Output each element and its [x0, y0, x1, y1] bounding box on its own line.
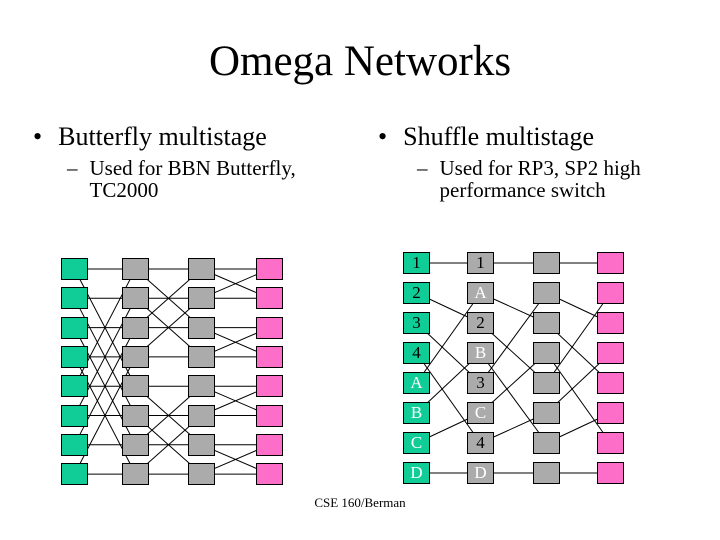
shuffle-node-col3-row6	[597, 432, 624, 454]
shuffle-node-col1-row4: 3	[467, 372, 494, 394]
shuffle-node-col0-row1: 2	[403, 282, 430, 304]
footer-credit: CSE 160/Berman	[314, 495, 406, 510]
butterfly-node-col2-row0	[188, 258, 215, 280]
bullet-dot-icon: •	[378, 122, 388, 151]
butterfly-node-col2-row3	[188, 345, 215, 368]
butterfly-node-col2-row4	[188, 375, 215, 398]
shuffle-wire-stage1-r4-r1	[480, 292, 547, 384]
shuffle-node-col2-row7	[533, 462, 560, 484]
shuffle-wire-stage1-r3-r6	[480, 352, 547, 444]
shuffle-node-col0-row6: C	[403, 432, 430, 454]
butterfly-node-col1-row7	[122, 463, 149, 486]
shuffle-node-col2-row4	[533, 372, 560, 394]
shuffle-node-col0-row4: A	[403, 372, 430, 394]
butterfly-node-col0-row2	[61, 316, 88, 339]
butterfly-node-col2-row7	[188, 463, 215, 486]
shuffle-wire-stage0-r3-r6	[416, 352, 481, 444]
shuffle-node-col2-row1	[533, 282, 560, 304]
bullet-shuffle: • Shuffle multistage	[378, 124, 594, 150]
butterfly-node-col0-row4	[61, 375, 88, 398]
butterfly-node-col2-row1	[188, 287, 215, 310]
bullet-butterfly: • Butterfly multistage	[33, 124, 267, 150]
butterfly-node-col1-row1	[122, 287, 149, 310]
butterfly-node-col0-row6	[61, 433, 88, 456]
shuffle-node-col2-row3	[533, 342, 560, 364]
shuffle-node-col3-row3	[597, 342, 624, 364]
butterfly-node-col3-row0	[256, 258, 283, 280]
shuffle-node-col1-row7: D	[467, 462, 494, 484]
shuffle-node-col1-row1: A	[467, 282, 494, 304]
butterfly-node-col0-row3	[61, 345, 88, 368]
shuffle-node-col3-row7	[597, 462, 624, 484]
shuffle-wire-stage0-r4-r1	[416, 292, 481, 384]
butterfly-node-col0-row1	[61, 287, 88, 310]
butterfly-node-col2-row5	[188, 404, 215, 427]
dash-icon: –	[417, 156, 428, 180]
shuffle-node-col2-row5	[533, 402, 560, 424]
shuffle-node-col3-row5	[597, 402, 624, 424]
butterfly-node-col1-row0	[122, 258, 149, 280]
butterfly-node-col3-row2	[256, 316, 283, 339]
dash-icon: –	[67, 156, 78, 180]
page-title: Omega Networks	[208, 38, 512, 85]
butterfly-node-col1-row4	[122, 375, 149, 398]
shuffle-node-col1-row0: 1	[467, 252, 494, 274]
shuffle-node-col3-row2	[597, 312, 624, 334]
butterfly-node-col1-row3	[122, 345, 149, 368]
shuffle-node-col3-row1	[597, 282, 624, 304]
butterfly-node-col2-row2	[188, 316, 215, 339]
shuffle-node-col1-row5: C	[467, 402, 494, 424]
shuffle-node-col0-row2: 3	[403, 312, 430, 334]
butterfly-node-col1-row6	[122, 433, 149, 456]
shuffle-node-col2-row2	[533, 312, 560, 334]
bullet-dot-icon: •	[33, 122, 43, 151]
shuffle-node-col3-row0	[597, 252, 624, 274]
butterfly-node-col3-row1	[256, 287, 283, 310]
shuffle-wire-stage2-r3-r6	[546, 352, 611, 444]
butterfly-node-col1-row5	[122, 404, 149, 427]
shuffle-node-col0-row7: D	[403, 462, 430, 484]
subbullet-shuffle: – Used for RP3, SP2 high performance swi…	[417, 157, 641, 201]
butterfly-node-col1-row2	[122, 316, 149, 339]
butterfly-node-col3-row7	[256, 463, 283, 486]
butterfly-node-col3-row4	[256, 375, 283, 398]
butterfly-node-col0-row7	[61, 463, 88, 486]
shuffle-node-col0-row5: B	[403, 402, 430, 424]
shuffle-node-col1-row2: 2	[467, 312, 494, 334]
shuffle-node-col3-row4	[597, 372, 624, 394]
subbullet-butterfly: – Used for BBN Butterfly, TC2000	[67, 157, 296, 201]
bullet-butterfly-label: Butterfly multistage	[58, 122, 267, 151]
subbullet-shuffle-label: Used for RP3, SP2 high performance switc…	[439, 156, 641, 202]
butterfly-node-col0-row0	[61, 258, 88, 280]
shuffle-wire-stage2-r4-r1	[546, 292, 611, 384]
subbullet-butterfly-label: Used for BBN Butterfly, TC2000	[89, 156, 296, 202]
shuffle-node-col1-row6: 4	[467, 432, 494, 454]
shuffle-node-col2-row6	[533, 432, 560, 454]
shuffle-node-col0-row0: 1	[403, 252, 430, 274]
shuffle-node-col1-row3: B	[467, 342, 494, 364]
shuffle-node-col2-row0	[533, 252, 560, 274]
butterfly-node-col0-row5	[61, 404, 88, 427]
shuffle-node-col0-row3: 4	[403, 342, 430, 364]
butterfly-node-col3-row6	[256, 433, 283, 456]
butterfly-node-col2-row6	[188, 433, 215, 456]
butterfly-node-col3-row5	[256, 404, 283, 427]
bullet-shuffle-label: Shuffle multistage	[403, 122, 594, 151]
butterfly-node-col3-row3	[256, 345, 283, 368]
